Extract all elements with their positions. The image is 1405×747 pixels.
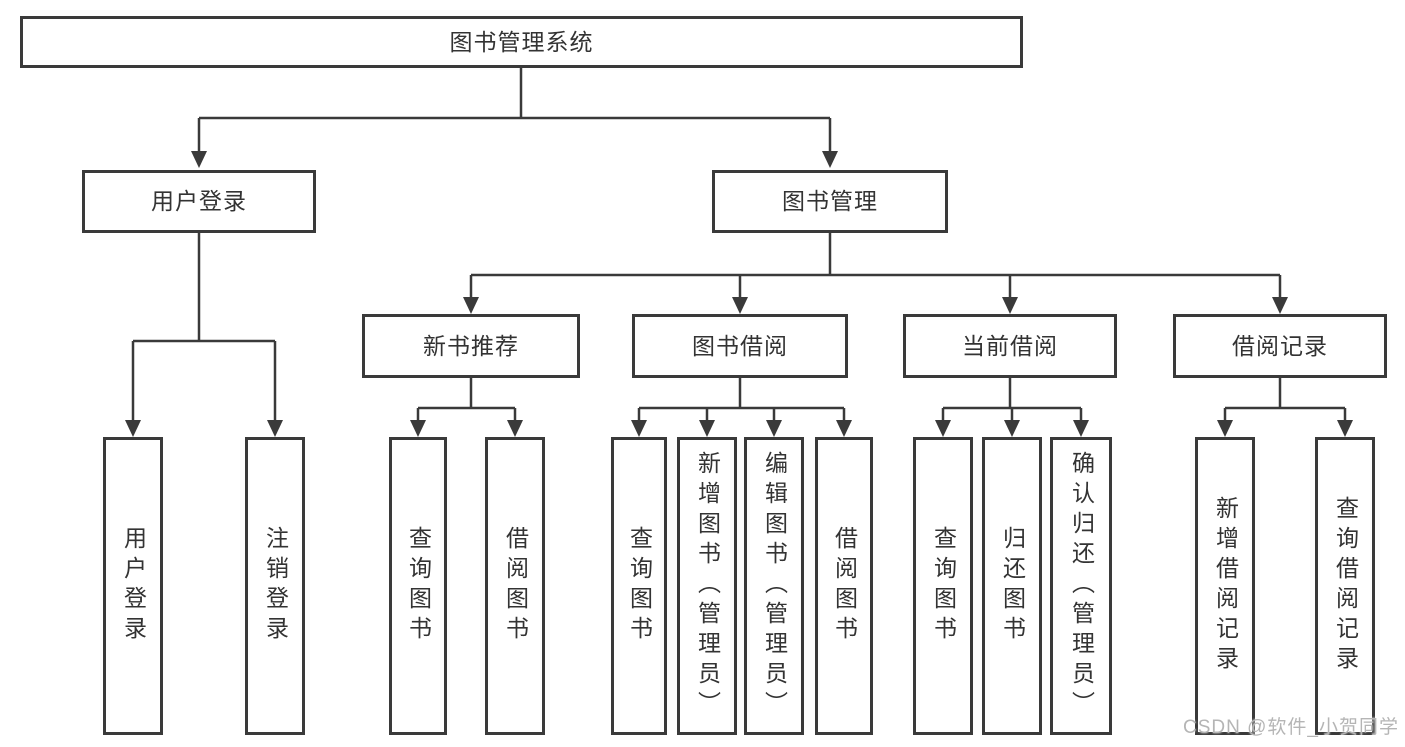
node-borrow-record: 借阅记录 <box>1173 314 1387 378</box>
connector-root-to-level2 <box>197 68 832 152</box>
leaf-rec-query-book: 查询图书 <box>389 437 447 735</box>
leaf-rec-borrow-book: 借阅图书 <box>485 437 545 735</box>
connector-borrowrecord-to-leaves <box>1223 378 1347 421</box>
arrowhead-icon <box>191 151 207 168</box>
leaf-cb-confirm-return-admin: 确认归还（管理员） <box>1050 437 1112 735</box>
node-book-management-group: 图书管理 <box>712 170 948 233</box>
node-current-borrow: 当前借阅 <box>903 314 1117 378</box>
leaf-cb-return-book: 归还图书 <box>982 437 1042 735</box>
arrowhead-icon <box>1004 420 1020 437</box>
arrowhead-icon <box>836 420 852 437</box>
connector-userlogin-to-leaves <box>131 233 277 421</box>
arrowhead-icon <box>631 420 647 437</box>
leaf-bb-add-book-admin: 新增图书（管理员） <box>677 437 737 735</box>
node-book-borrow: 图书借阅 <box>632 314 848 378</box>
leaf-logout: 注销登录 <box>245 437 305 735</box>
leaf-br-query-record: 查询借阅记录 <box>1315 437 1375 735</box>
connector-currentborrow-to-leaves <box>941 378 1083 421</box>
leaf-user-login: 用户登录 <box>103 437 163 735</box>
arrowhead-icon <box>1002 297 1018 314</box>
arrowhead-icon <box>125 420 141 437</box>
watermark: CSDN @软件_小贺同学 <box>1183 717 1399 738</box>
connector-bookmgmt-to-level3 <box>469 233 1282 298</box>
leaf-bb-borrow-book: 借阅图书 <box>815 437 873 735</box>
arrowhead-icon <box>822 151 838 168</box>
connector-bookborrow-to-leaves <box>637 378 846 421</box>
arrowhead-icon <box>463 297 479 314</box>
arrowhead-icon <box>1337 420 1353 437</box>
arrowhead-icon <box>410 420 426 437</box>
arrowhead-icon <box>732 297 748 314</box>
arrowhead-icon <box>267 420 283 437</box>
arrowhead-icon <box>935 420 951 437</box>
leaf-bb-query-book: 查询图书 <box>611 437 667 735</box>
leaf-cb-query-book: 查询图书 <box>913 437 973 735</box>
node-user-login-group: 用户登录 <box>82 170 316 233</box>
arrowhead-icon <box>766 420 782 437</box>
node-new-book-recommend: 新书推荐 <box>362 314 580 378</box>
arrowhead-icon <box>1272 297 1288 314</box>
arrowhead-icon <box>699 420 715 437</box>
connector-newbookrec-to-leaves <box>416 378 517 421</box>
arrowhead-icon <box>507 420 523 437</box>
arrowhead-icon <box>1217 420 1233 437</box>
leaf-bb-edit-book-admin: 编辑图书（管理员） <box>744 437 804 735</box>
arrowhead-icon <box>1073 420 1089 437</box>
leaf-br-add-record: 新增借阅记录 <box>1195 437 1255 735</box>
node-root-library-system: 图书管理系统 <box>20 16 1023 68</box>
